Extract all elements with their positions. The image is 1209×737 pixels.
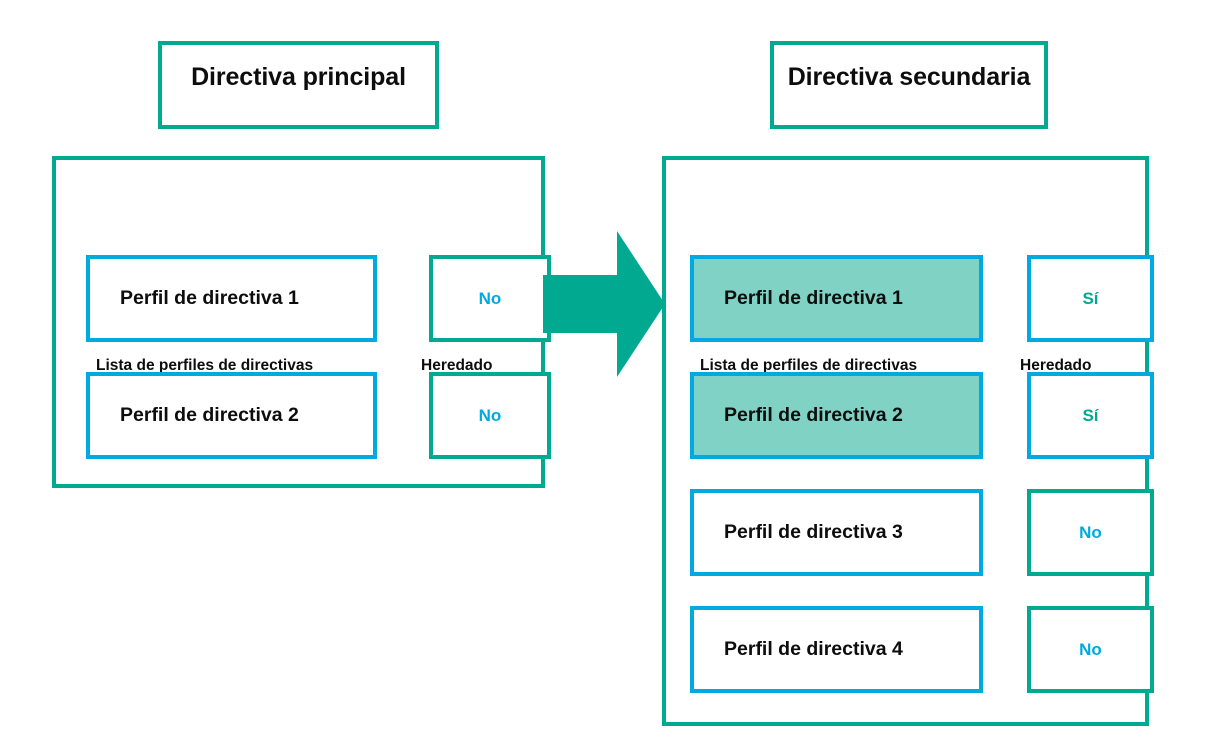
secondary-inherited-value-4: No bbox=[1079, 640, 1102, 659]
secondary-policy-panel: Lista de perfiles de directivas Heredado… bbox=[662, 156, 1154, 726]
primary-inherited-value-2: No bbox=[478, 406, 502, 425]
primary-profile-label-1: Perfil de directiva 1 bbox=[120, 286, 299, 309]
secondary-profile-label-4: Perfil de directiva 4 bbox=[724, 637, 903, 660]
primary-inherited-box-1[interactable]: No bbox=[429, 255, 551, 342]
secondary-profile-box-1[interactable]: Perfil de directiva 1 bbox=[690, 255, 983, 342]
secondary-inherited-value-1: Sí bbox=[1082, 289, 1099, 308]
table-row: Perfil de directiva 2 Sí bbox=[690, 372, 1154, 459]
table-row: Perfil de directiva 2 No bbox=[86, 372, 551, 459]
secondary-profile-label-1: Perfil de directiva 1 bbox=[724, 286, 903, 309]
secondary-inherited-box-1[interactable]: Sí bbox=[1027, 255, 1154, 342]
primary-column-header-inherited: Heredado bbox=[421, 357, 493, 374]
secondary-profile-label-3: Perfil de directiva 3 bbox=[724, 520, 903, 543]
secondary-inherited-value-2: Sí bbox=[1082, 406, 1099, 425]
table-row: Perfil de directiva 1 Sí bbox=[690, 255, 1154, 342]
table-row: Perfil de directiva 4 No bbox=[690, 606, 1154, 693]
primary-inherited-box-2[interactable]: No bbox=[429, 372, 551, 459]
secondary-inherited-value-3: No bbox=[1079, 523, 1102, 542]
secondary-policy-title-box: Directiva secundaria bbox=[770, 41, 1048, 129]
primary-column-header-profile-list: Lista de perfiles de directivas bbox=[96, 357, 314, 374]
secondary-inherited-box-4[interactable]: No bbox=[1027, 606, 1154, 693]
table-row: Perfil de directiva 1 No bbox=[86, 255, 551, 342]
right-block-arrow-icon bbox=[543, 231, 665, 377]
secondary-column-header-inherited: Heredado bbox=[1020, 357, 1092, 374]
secondary-profile-box-4[interactable]: Perfil de directiva 4 bbox=[690, 606, 983, 693]
secondary-profile-box-2[interactable]: Perfil de directiva 2 bbox=[690, 372, 983, 459]
primary-policy-title-text: Directiva principal bbox=[191, 62, 406, 91]
primary-policy-panel: Lista de perfiles de directivas Heredado… bbox=[52, 156, 551, 488]
primary-inherited-value-1: No bbox=[478, 289, 502, 308]
secondary-inherited-box-2[interactable]: Sí bbox=[1027, 372, 1154, 459]
primary-profile-box-1[interactable]: Perfil de directiva 1 bbox=[86, 255, 377, 342]
primary-profile-label-2: Perfil de directiva 2 bbox=[120, 403, 299, 426]
secondary-profile-label-2: Perfil de directiva 2 bbox=[724, 403, 903, 426]
secondary-profile-box-3[interactable]: Perfil de directiva 3 bbox=[690, 489, 983, 576]
table-row: Perfil de directiva 3 No bbox=[690, 489, 1154, 576]
primary-profile-box-2[interactable]: Perfil de directiva 2 bbox=[86, 372, 377, 459]
secondary-inherited-box-3[interactable]: No bbox=[1027, 489, 1154, 576]
primary-policy-title-box: Directiva principal bbox=[158, 41, 439, 129]
secondary-column-header-profile-list: Lista de perfiles de directivas bbox=[700, 357, 918, 374]
secondary-policy-title-text: Directiva secundaria bbox=[787, 62, 1031, 91]
